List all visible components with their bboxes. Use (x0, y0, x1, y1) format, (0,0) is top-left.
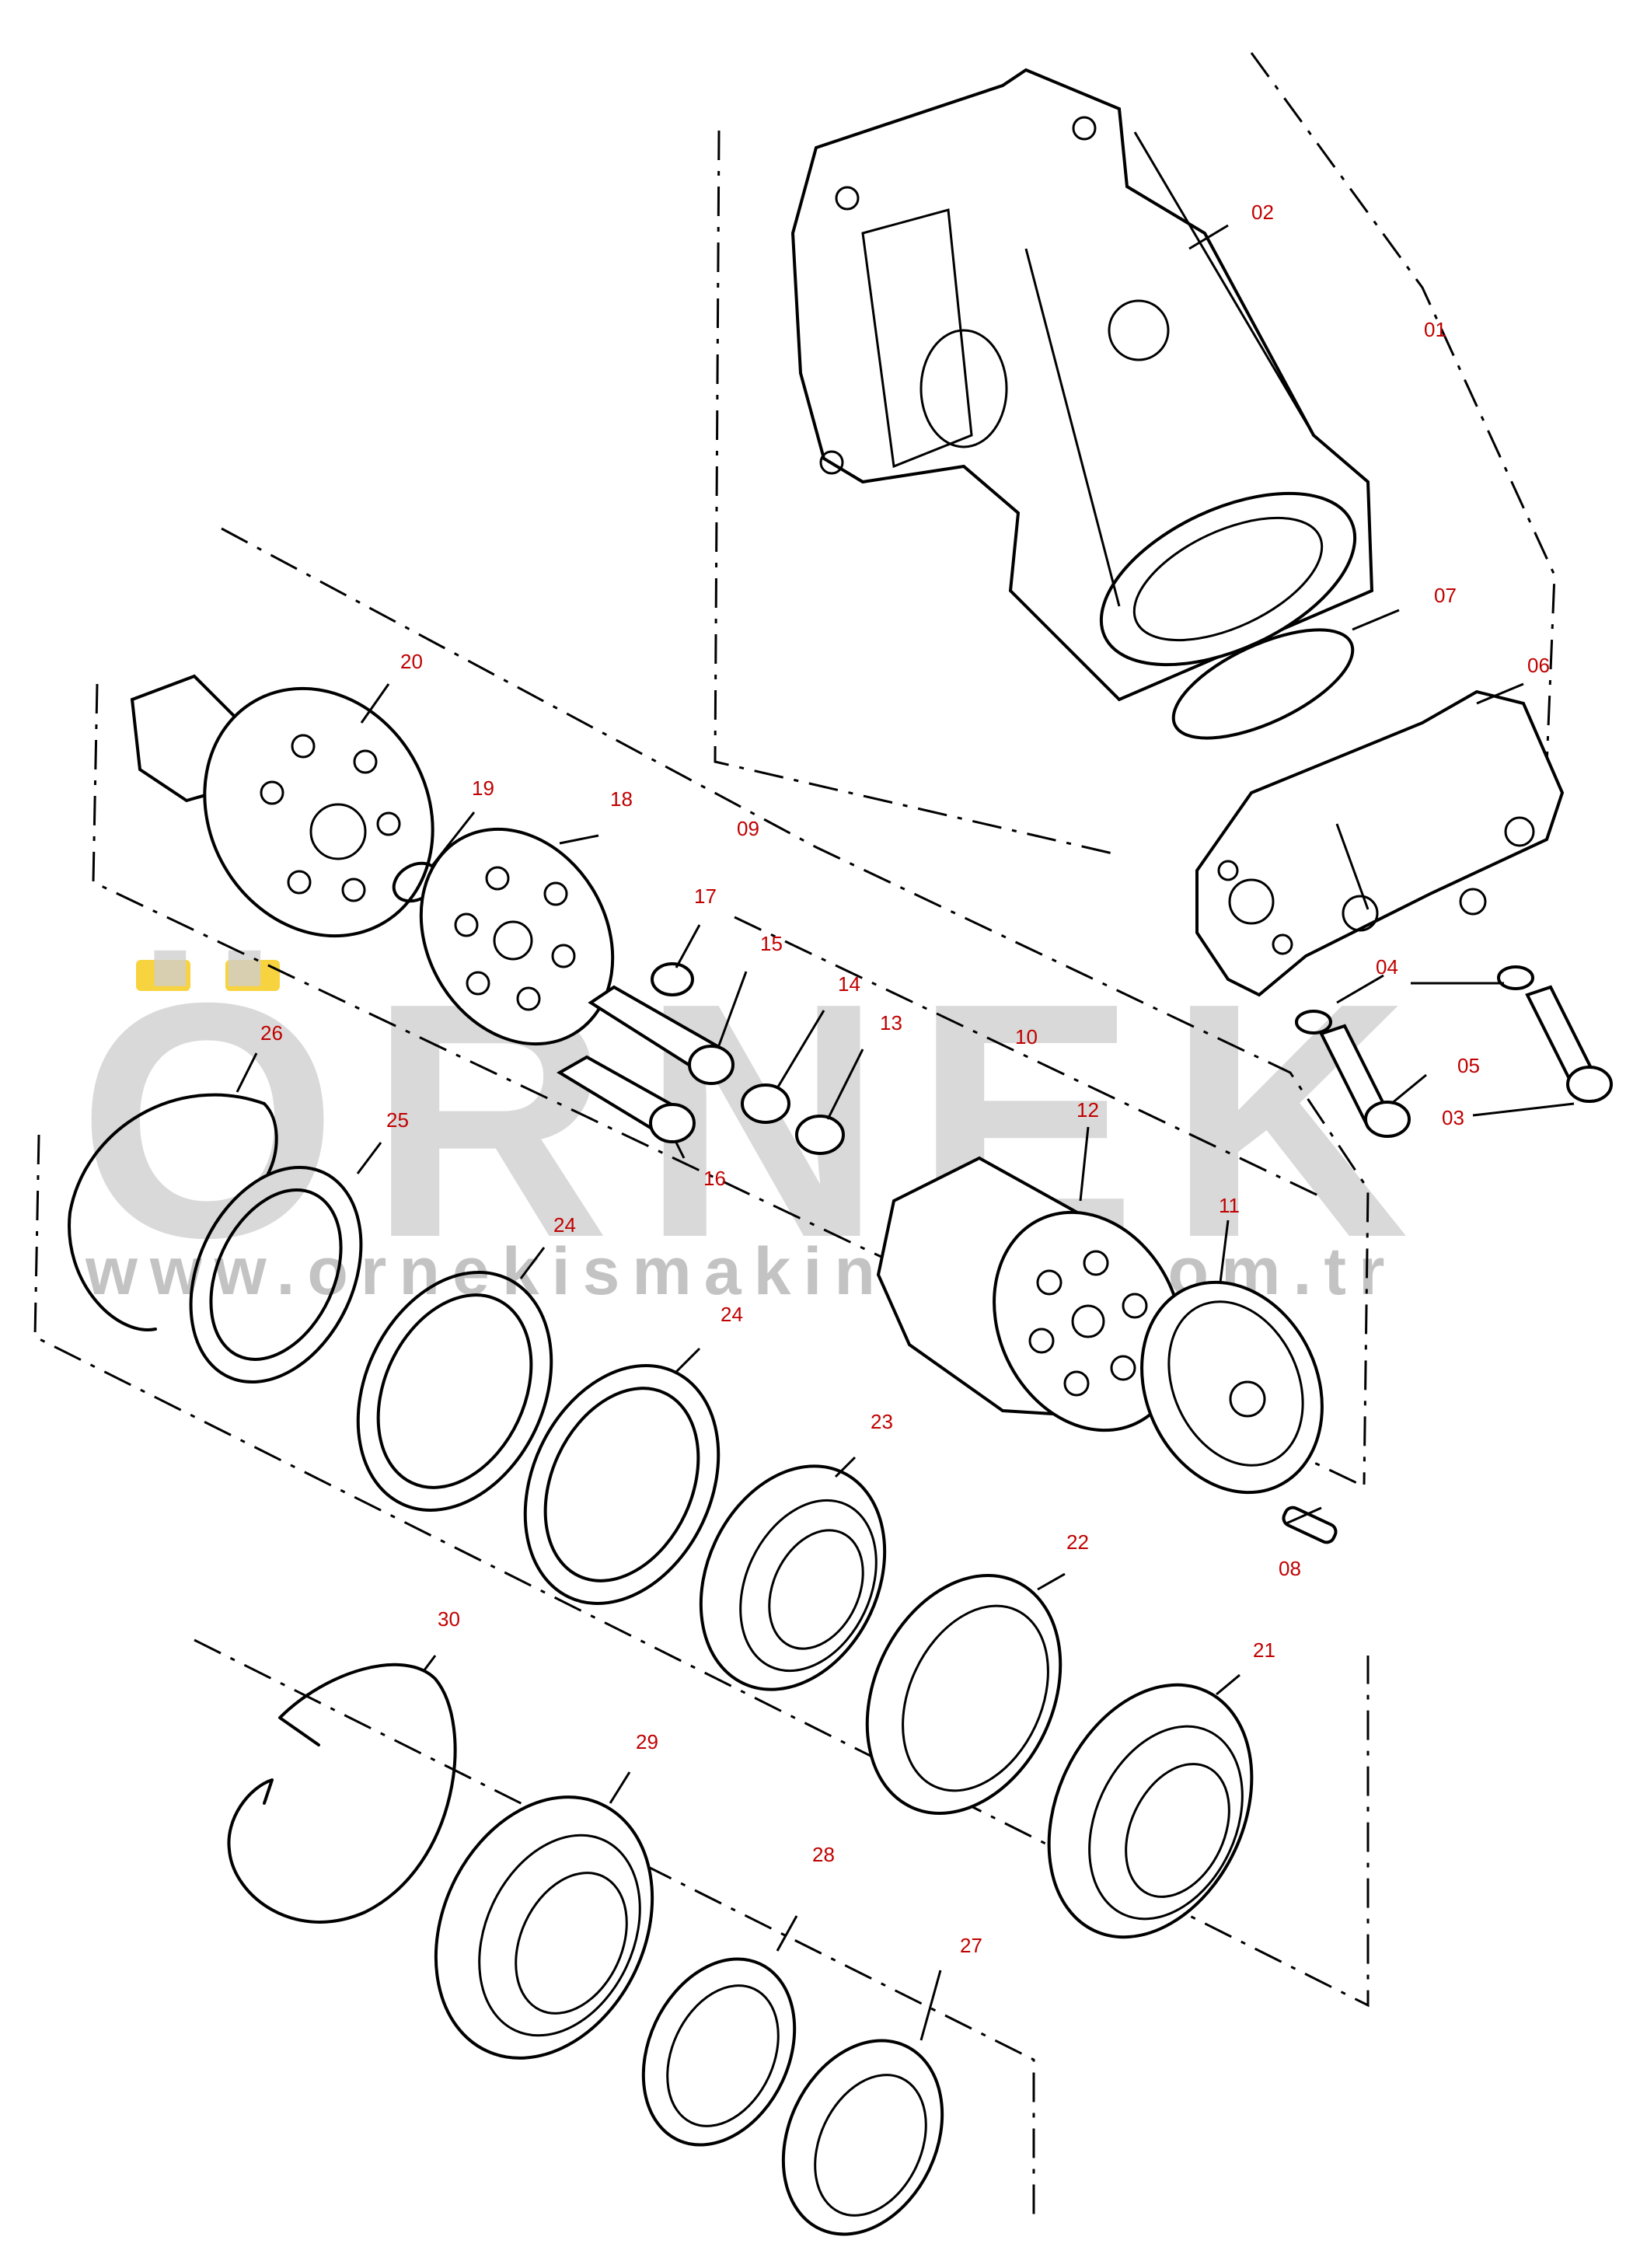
pin-part-08 (1282, 1506, 1338, 1544)
callout-22: 22 (1066, 1530, 1089, 1554)
callout-11: 11 (1219, 1194, 1240, 1217)
frame-01-left (714, 130, 1120, 857)
callout-24b: 24 (721, 1303, 743, 1326)
screw-part-03 (1497, 965, 1613, 1103)
callout-08: 08 (1279, 1557, 1301, 1580)
callout-01: 01 (1424, 318, 1446, 341)
callout-06: 06 (1527, 654, 1550, 677)
callout-16: 16 (703, 1167, 726, 1190)
washer-part-13 (795, 1115, 845, 1155)
callout-labels: 01 02 03 04 05 06 07 08 09 10 11 12 13 1… (260, 201, 1550, 1957)
frame-09-upper (221, 527, 1370, 1485)
callout-29: 29 (636, 1730, 658, 1753)
bearing-race-part-22 (865, 1574, 1063, 1815)
watermark: ÖRNEK www.ornekismakinalari.com.tr (78, 934, 1440, 1309)
callout-17: 17 (694, 885, 717, 908)
callout-28: 28 (812, 1843, 835, 1866)
drive-shaft-part-20 (130, 674, 434, 938)
callout-20: 20 (400, 650, 423, 673)
watermark-umlaut-right (225, 960, 280, 991)
callout-25: 25 (386, 1108, 409, 1132)
snap-ring-part-26 (68, 1093, 278, 1331)
valve-plate-part-11 (1140, 1280, 1324, 1495)
lock-nut-part-27 (781, 2039, 944, 2236)
callout-12: 12 (1076, 1098, 1099, 1122)
piston-part-16 (557, 1055, 696, 1143)
callout-05: 05 (1457, 1054, 1480, 1077)
callout-24a: 24 (553, 1213, 576, 1237)
callout-02: 02 (1251, 201, 1274, 224)
callout-30: 30 (438, 1607, 460, 1631)
callout-19: 19 (472, 776, 494, 800)
frame-01-right (1250, 52, 1556, 766)
leader-lines (236, 224, 1575, 2041)
circlip-part-30 (227, 1663, 457, 1924)
o-ring-part-07 (1171, 628, 1355, 740)
callout-03: 03 (1442, 1106, 1464, 1129)
seal-housing-part-29 (434, 1795, 654, 2060)
callout-18: 18 (610, 787, 633, 811)
cylinder-barrel-part-12 (876, 1156, 1184, 1432)
plate-part-18 (419, 827, 615, 1046)
callout-15: 15 (760, 932, 783, 955)
callout-07: 07 (1434, 584, 1457, 607)
frame-bearing-group (33, 1134, 1370, 2008)
spring-part-14 (741, 1083, 790, 1124)
ring-part-25 (189, 1165, 363, 1384)
piston-part-15 (588, 985, 735, 1085)
housing-part-02 (790, 68, 1374, 702)
screw-part-17 (651, 962, 694, 996)
callout-09: 09 (737, 817, 759, 840)
callout-23: 23 (871, 1410, 893, 1433)
shim-part-24a (356, 1271, 553, 1512)
screw-part-05 (1295, 1010, 1411, 1138)
frame-nut-group (194, 1638, 1035, 2215)
watermark-umlaut-left (136, 960, 190, 991)
callout-13: 13 (880, 1011, 902, 1035)
callout-27: 27 (960, 1934, 982, 1957)
shaft-seal-part-28 (641, 1957, 797, 2147)
ball-bearing-part-23 (699, 1464, 887, 1691)
callout-14: 14 (838, 972, 860, 996)
callout-10: 10 (1015, 1025, 1038, 1049)
port-plate-part-06 (1195, 689, 1565, 997)
roller-bearing-part-21 (1047, 1683, 1254, 1939)
callout-26: 26 (260, 1021, 283, 1045)
callout-04: 04 (1376, 955, 1398, 979)
shim-part-24b (523, 1364, 721, 1605)
watermark-brand: ÖRNEK (78, 934, 1440, 1307)
callout-21: 21 (1253, 1638, 1275, 1662)
